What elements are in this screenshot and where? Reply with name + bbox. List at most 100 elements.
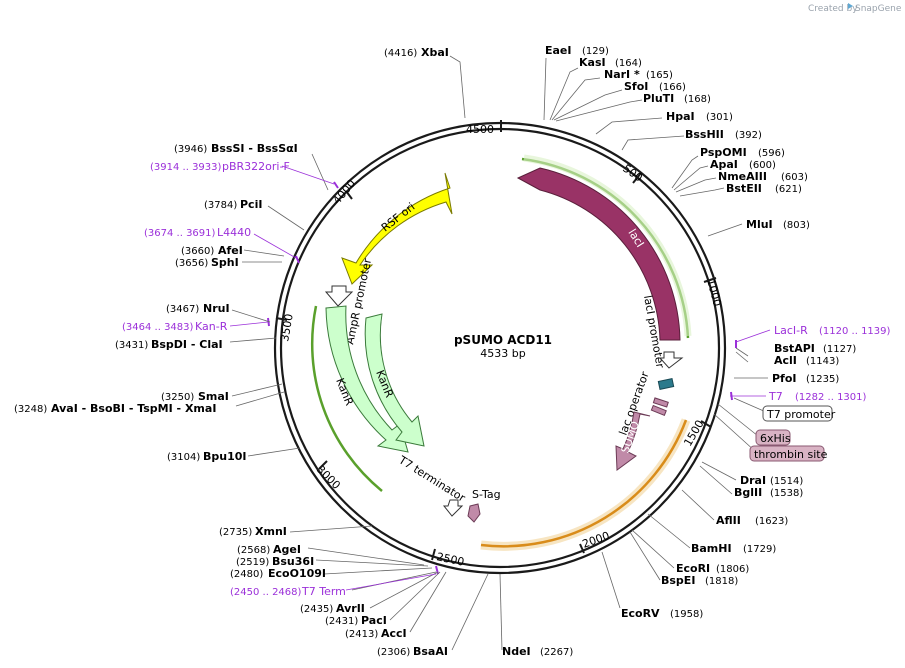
primer-l4440: L4440 xyxy=(217,226,251,239)
site-pos-sfoi: (166) xyxy=(659,82,686,93)
primer-leaders xyxy=(229,165,771,591)
site-bamhi: BamHI xyxy=(691,542,732,555)
site-pos-ecorv: (1958) xyxy=(670,609,703,620)
site-pos-ndei: (2267) xyxy=(540,647,573,658)
site-pos-eaei: (129) xyxy=(582,46,609,57)
primer-pos-l4440: (3674 .. 3691) xyxy=(144,228,216,239)
plasmid-name: pSUMO ACD11 xyxy=(454,333,552,347)
site-nrui: NruI xyxy=(203,302,230,315)
his-box: 6xHis xyxy=(755,429,791,446)
scale-ticks xyxy=(275,120,717,561)
site-bsteii: BstEII xyxy=(726,182,762,195)
site-pos-pfoi: (1235) xyxy=(806,374,839,385)
site-sfoi: SfoI xyxy=(624,80,648,93)
site-pos-bsteii: (621) xyxy=(775,184,802,195)
site-pos-pspomi: (596) xyxy=(758,148,785,159)
leader-lines xyxy=(229,55,768,651)
site-avai-group: AvaI - BsoBI - TspMI - XmaI xyxy=(51,402,216,415)
tick-4000: 4000 xyxy=(330,177,358,207)
site-bsu36i: Bsu36I xyxy=(272,555,314,568)
primer-pos-lacir: (1120 .. 1139) xyxy=(819,326,891,337)
tick-3500: 3500 xyxy=(278,313,296,343)
site-ndei: NdeI xyxy=(502,645,531,658)
tick-2500: 2500 xyxy=(435,550,465,569)
laci-arrow xyxy=(516,167,681,341)
site-pos-paci: (2431) xyxy=(325,616,358,627)
site-bpu10i: Bpu10I xyxy=(203,450,247,463)
orf-laci-glow xyxy=(523,154,692,337)
site-acli: AclI xyxy=(774,354,797,367)
site-pfoi: PfoI xyxy=(772,372,797,385)
site-pos-pcii: (3784) xyxy=(204,200,237,211)
s-tag-arrow xyxy=(467,503,481,523)
t7-terminator-arrow xyxy=(442,499,464,517)
site-avrii: AvrII xyxy=(336,602,365,615)
site-afei: AfeI xyxy=(218,244,243,257)
site-ecorv: EcoRV xyxy=(621,607,660,620)
ampr-promoter-arrow xyxy=(324,285,354,307)
primer-pos-pbr322: (3914 .. 3933) xyxy=(150,162,222,173)
orf-sumo-glow xyxy=(480,418,691,551)
site-pos-apai: (600) xyxy=(749,160,776,171)
t7-promoter-label: T7 promoter xyxy=(766,408,836,421)
primer-pos-t7: (1282 .. 1301) xyxy=(795,392,867,403)
site-pos-bpu10i: (3104) xyxy=(167,452,200,463)
site-xbai: XbaI xyxy=(421,46,449,59)
site-bsssi-group: BssSI - BssSαI xyxy=(211,142,298,155)
site-pos-nari: (165) xyxy=(646,70,673,81)
thrombin-mark xyxy=(650,404,667,417)
his-label: 6xHis xyxy=(760,432,791,445)
site-pos-kasi: (164) xyxy=(615,58,642,69)
site-bsaai: BsaAI xyxy=(413,645,448,658)
credit-brand: SnapGene xyxy=(855,4,902,14)
site-mlui: MluI xyxy=(746,218,773,231)
s-tag-label: S-Tag xyxy=(472,488,501,501)
site-pos-acli: (1143) xyxy=(806,356,839,367)
site-pspomi: PspOMI xyxy=(700,146,747,159)
primer-marks xyxy=(267,181,737,575)
site-pcii: PciI xyxy=(240,198,262,211)
site-pos-bsshii: (392) xyxy=(735,130,762,141)
site-pos-acci: (2413) xyxy=(345,629,378,640)
site-pos-bglii: (1538) xyxy=(770,488,803,499)
sumo-arrow xyxy=(615,411,651,471)
site-pos-afei: (3660) xyxy=(181,246,214,257)
primer-pbr322: pBR322ori-F xyxy=(222,160,290,173)
snapgene-logo xyxy=(848,3,853,9)
site-sphi: SphI xyxy=(211,256,239,269)
site-pos-ecori: (1806) xyxy=(716,564,749,575)
orf-kanr-ring xyxy=(310,305,383,492)
site-pluti: PluTI xyxy=(643,92,674,105)
site-pos-ecoo109i: (2480) xyxy=(230,569,263,580)
site-paci: PacI xyxy=(361,614,387,627)
site-eaei: EaeI xyxy=(545,44,572,57)
site-apai: ApaI xyxy=(710,158,738,171)
primer-kanr: Kan-R xyxy=(195,320,228,333)
site-bsshii: BssHII xyxy=(685,128,724,141)
plasmid-size: 4533 bp xyxy=(480,347,525,360)
primer-t7term: T7 Term xyxy=(301,585,346,598)
site-pos-bsaai: (2306) xyxy=(377,647,410,658)
thrombin-box: thrombin site xyxy=(749,445,828,462)
site-pos-smai: (3250) xyxy=(161,392,194,403)
lac-operator-box xyxy=(657,378,675,390)
site-pos-xbai: (4416) xyxy=(384,48,417,59)
site-pos-drai: (1514) xyxy=(770,476,803,487)
tick-3000: 3000 xyxy=(314,463,343,492)
site-bspei: BspEI xyxy=(661,574,695,587)
orf-sumo-ring xyxy=(480,419,688,548)
site-smai: SmaI xyxy=(198,390,229,403)
site-pos-bsssi-group: (3946) xyxy=(174,144,207,155)
site-aflii: AflII xyxy=(716,514,741,527)
site-bglii: BglII xyxy=(734,486,762,499)
his-tag-mark xyxy=(652,397,669,408)
site-bspdi-clai: BspDI - ClaI xyxy=(151,338,223,351)
credit-prefix: Created by xyxy=(808,4,858,14)
primer-pos-t7term: (2450 .. 2468) xyxy=(230,587,302,598)
site-agei: AgeI xyxy=(273,543,301,556)
rsf-ori-arrow xyxy=(341,172,453,285)
laci-promoter-arrow xyxy=(658,351,684,369)
site-xmni: XmnI xyxy=(255,525,287,538)
site-pos-pluti: (168) xyxy=(684,94,711,105)
